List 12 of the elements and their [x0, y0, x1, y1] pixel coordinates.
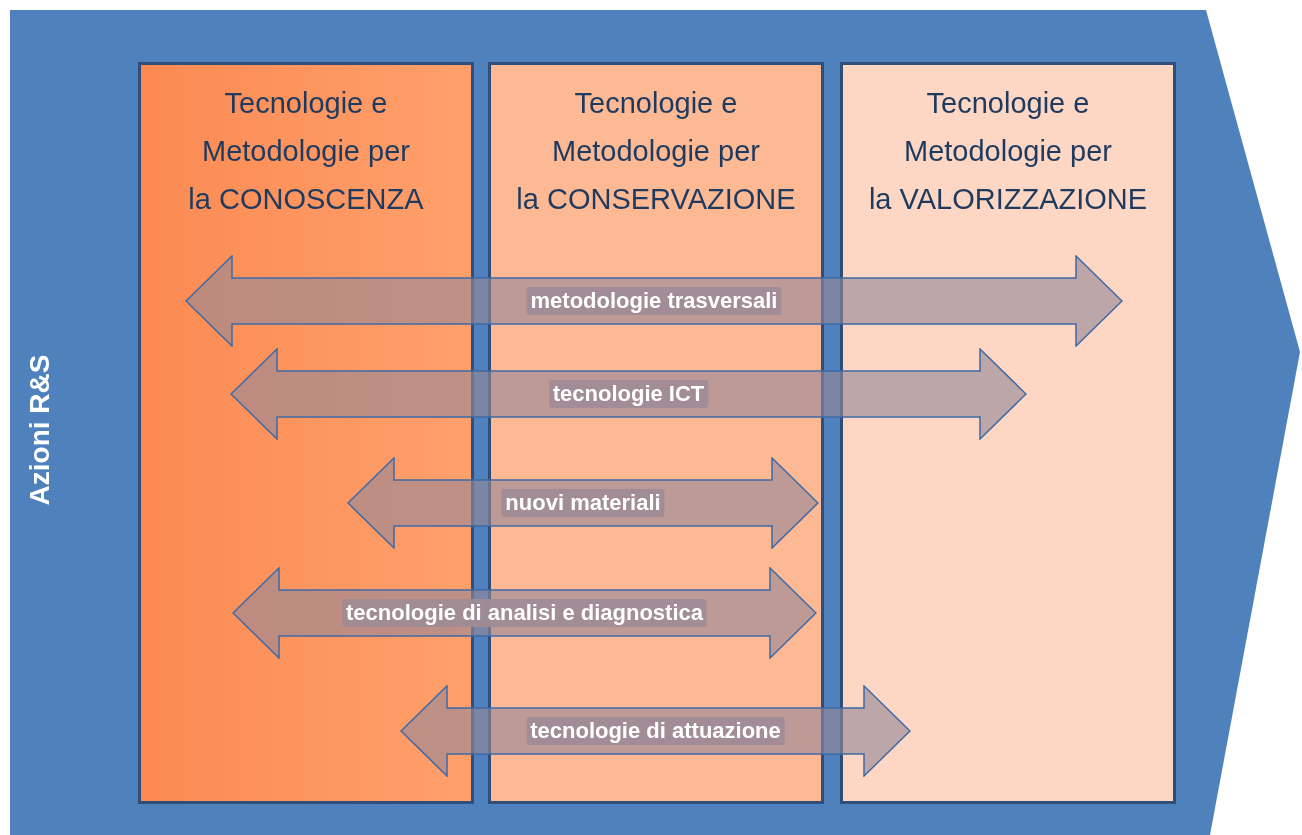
double-arrow [230, 348, 1027, 440]
column-panel [840, 62, 1176, 804]
column-heading: Tecnologie e Metodologie per la CONSERVAZIONE [515, 86, 797, 217]
edge-label: nuovi materiali [501, 489, 665, 517]
edge-label: tecnologie di attuazione [526, 717, 785, 745]
column-panel [488, 62, 824, 804]
band-label: Azioni R&S [24, 354, 56, 506]
edge-label: metodologie trasversali [526, 287, 782, 315]
edge-label: tecnologie ICT [548, 380, 709, 408]
column-heading: Tecnologie e Metodologie per la CONOSCENZA [187, 86, 425, 217]
edge-label: tecnologie di analisi e diagnostica [342, 599, 707, 627]
column-heading: Tecnologie e Metodologie per la VALORIZZAZIONE [867, 86, 1149, 217]
